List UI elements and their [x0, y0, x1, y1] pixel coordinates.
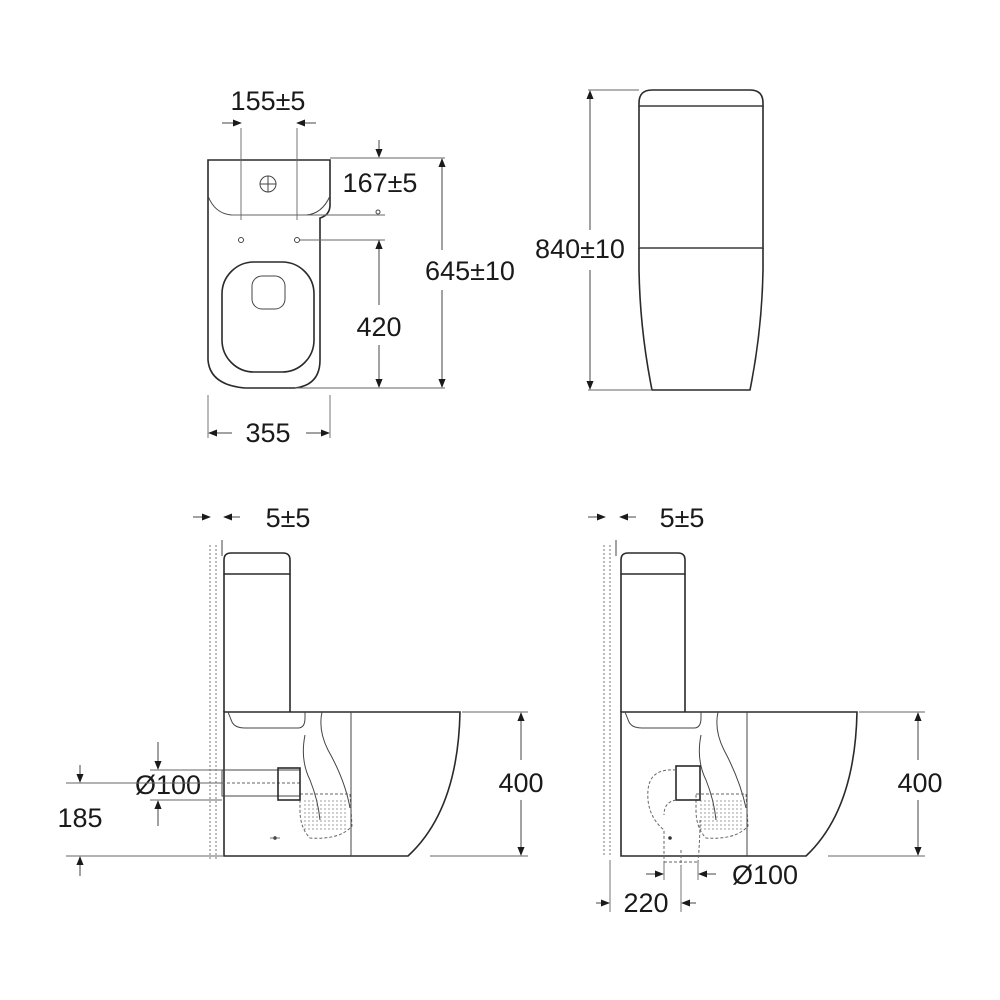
mount-hole-left — [238, 237, 244, 243]
dim-wall-gap: 5±5 — [266, 503, 311, 533]
dim-height: 840±10 — [535, 234, 625, 264]
tank-lid — [638, 89, 764, 107]
dim-seat-height-left: 400 — [498, 768, 543, 798]
mount-hole-right — [294, 237, 300, 243]
dim-inlet-offset: 167±5 — [343, 168, 418, 198]
tank-edge — [207, 195, 331, 216]
side-view-left: 5±5 Ø100 185 400 — [57, 503, 544, 876]
side-tank-right — [620, 552, 686, 575]
dim-width: 355 — [245, 418, 290, 448]
top-view: 155±5 167±5 420 645±10 355 — [207, 86, 515, 448]
dim-bowl-length: 420 — [356, 312, 401, 342]
dim-outlet-dia: Ø100 — [135, 770, 201, 800]
reference-dot — [375, 209, 381, 215]
tank-body — [638, 106, 764, 249]
seat-outline — [221, 261, 315, 373]
trap-hidden — [299, 793, 353, 839]
dim-mount-spacing: 155±5 — [231, 86, 306, 116]
dim-outlet-offset: 220 — [623, 888, 668, 918]
dim-seat-height-right: 400 — [897, 768, 942, 798]
side-bowl — [223, 711, 461, 857]
bowl-opening — [251, 275, 286, 310]
pedestal — [638, 248, 764, 391]
dim-overall-depth: 645±10 — [425, 256, 515, 286]
front-view: 840±10 — [535, 89, 764, 391]
side-tank — [223, 552, 291, 575]
dim-wall-gap-right: 5±5 — [660, 503, 705, 533]
dim-outlet-height: 185 — [57, 803, 102, 833]
dim-outlet-dia-right: Ø100 — [732, 860, 798, 890]
side-view-right: 5±5 Ø100 220 400 — [588, 503, 943, 918]
side-bowl-right — [620, 711, 858, 857]
